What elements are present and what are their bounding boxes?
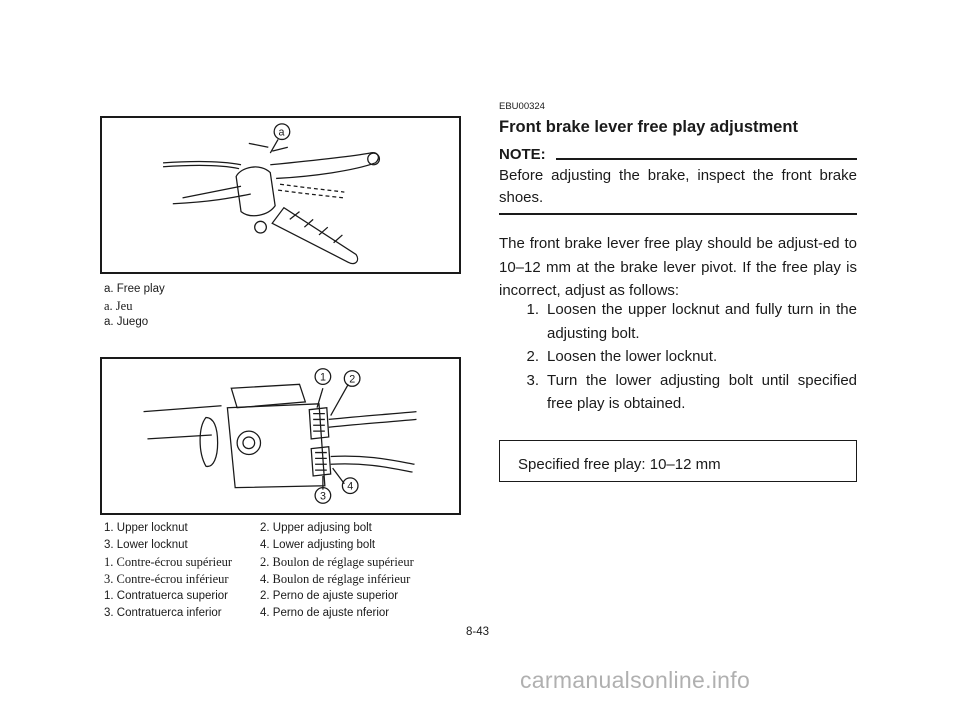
step-text: Loosen the upper locknut and fully turn … xyxy=(547,301,857,342)
step-text: Loosen the lower locknut. xyxy=(547,348,718,365)
legend-row: 1. Upper locknut 2. Upper adjusing bolt xyxy=(104,520,414,537)
callout-3: 3 xyxy=(320,490,326,502)
legend-item: 1. Upper locknut xyxy=(104,522,188,534)
callout-4: 4 xyxy=(347,481,353,493)
brake-lever-figure: a xyxy=(100,116,461,274)
page-number: 8-43 xyxy=(466,626,490,638)
legend-item: 1. Contratuerca superior xyxy=(104,590,229,602)
callout-1: 1 xyxy=(320,371,326,383)
note-block: NOTE: Before adjusting the brake, inspec… xyxy=(499,146,857,215)
adjusting-bolts-illustration: 1 2 3 4 xyxy=(143,368,417,504)
legend-row: 1. Contratuerca superior 2. Perno de aju… xyxy=(104,588,414,605)
step-item: 3. Turn the lower adjusting bolt until s… xyxy=(499,369,857,416)
legend-row: 3. Contratuerca inferior 4. Perno de aju… xyxy=(104,605,414,622)
legend-row: 1. Contre-écrou supérieur 2. Boulon de r… xyxy=(104,554,414,571)
legend-item: 4. Perno de ajuste nferior xyxy=(260,607,390,619)
watermark: carmanualsonline.info xyxy=(520,667,751,693)
step-number: 3. xyxy=(526,371,539,389)
note-rule xyxy=(555,158,857,160)
section-code: EBU00324 xyxy=(499,101,545,112)
step-text: Turn the lower adjusting bolt until spec… xyxy=(547,371,857,413)
body-paragraph: The front brake lever free play should b… xyxy=(499,235,857,299)
adjusting-bolts-figure: 1 2 3 4 xyxy=(100,357,461,515)
legend-item: 4. Lower adjusting bolt xyxy=(260,539,376,551)
figure2-legend: 1. Upper locknut 2. Upper adjusing bolt … xyxy=(104,520,414,622)
note-text: Before adjusting the brake, inspect the … xyxy=(499,167,857,206)
step-item: 1. Loosen the upper locknut and fully tu… xyxy=(499,298,857,345)
legend-row: 3. Lower locknut 4. Lower adjusting bolt xyxy=(104,537,414,554)
note-label: NOTE: xyxy=(499,146,546,163)
spec-text: Specified free play: 10–12 mm xyxy=(518,456,721,473)
step-item: 2. Loosen the lower locknut. xyxy=(499,345,857,369)
legend-item: 4. Boulon de réglage inférieur xyxy=(260,572,411,586)
legend-row: 3. Contre-écrou inférieur 4. Boulon de r… xyxy=(104,571,414,588)
legend-item: 1. Contre-écrou supérieur xyxy=(104,555,233,569)
legend-item: 2. Boulon de réglage supérieur xyxy=(260,555,414,569)
legend-item: 2. Upper adjusing bolt xyxy=(260,522,372,534)
caption-fr: a. Jeu xyxy=(104,298,133,313)
steps-list: 1. Loosen the upper locknut and fully tu… xyxy=(499,298,857,416)
caption-es: a. Juego xyxy=(104,316,149,328)
caption-en: a. Free play xyxy=(104,283,165,295)
legend-item: 3. Contratuerca inferior xyxy=(104,607,222,619)
legend-item: 3. Contre-écrou inférieur xyxy=(104,572,229,586)
note-bottom-rule xyxy=(499,213,857,215)
figure1-caption: a. Free play a. Jeu a. Juego xyxy=(104,281,165,331)
legend-item: 2. Perno de ajuste superior xyxy=(260,590,399,602)
callout-a: a xyxy=(279,127,285,139)
step-number: 1. xyxy=(526,301,539,318)
spec-box: Specified free play: 10–12 mm xyxy=(499,440,857,482)
legend-item: 3. Lower locknut xyxy=(104,539,188,551)
section-title: Front brake lever free play adjustment xyxy=(499,118,798,136)
callout-2: 2 xyxy=(349,373,355,385)
brake-lever-illustration: a xyxy=(163,123,381,265)
step-number: 2. xyxy=(526,348,539,365)
